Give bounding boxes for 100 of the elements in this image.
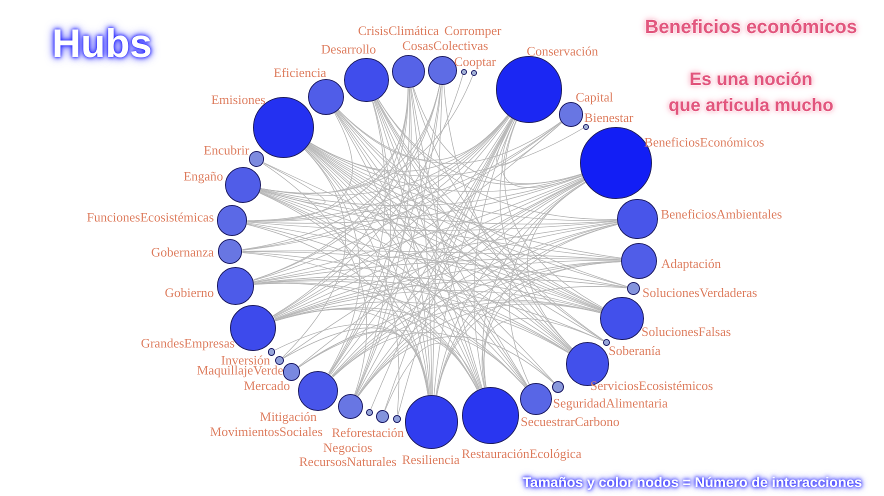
node-label: Gobierno — [164, 286, 214, 299]
edge-line — [259, 191, 570, 352]
edge-line — [262, 163, 368, 396]
node-label: Adaptación — [661, 256, 721, 270]
edge-line — [246, 220, 618, 231]
edge-line — [332, 180, 584, 376]
edge-line — [282, 148, 346, 358]
edge-line — [337, 110, 628, 288]
node-label: ServiciosEcosistémicos — [590, 379, 714, 392]
node-label: Corromper — [444, 24, 502, 38]
node-label: Gobernanza — [151, 246, 214, 259]
edge-line — [246, 88, 408, 221]
edge-line — [242, 122, 562, 251]
edge-line — [436, 286, 628, 396]
node-label: CrisisClimática — [358, 24, 439, 38]
edge-line — [246, 224, 428, 396]
edge-line — [252, 116, 510, 281]
edge-line — [374, 100, 432, 396]
edge-line — [336, 110, 571, 351]
edge-line — [260, 190, 622, 260]
edge-line — [527, 182, 586, 349]
node-label: CosasColectivas — [402, 38, 488, 52]
edge-line — [308, 143, 618, 222]
edge-line — [298, 300, 602, 368]
edge-line — [337, 110, 603, 310]
edge-line — [260, 189, 618, 225]
node-label: Negocios — [323, 440, 372, 454]
node-label: Resiliencia — [402, 452, 460, 466]
edge-line — [336, 111, 528, 386]
edge-line — [412, 87, 604, 341]
node-label: SeguridadAlimentaria — [552, 396, 668, 410]
node-label: SecuestrarCarbono — [520, 416, 620, 429]
node-label: SolucionesVerdaderas — [642, 286, 758, 300]
node-label: Desarrollo — [321, 42, 376, 56]
edge-line — [329, 84, 442, 374]
edge-line — [242, 252, 570, 353]
edge-line — [328, 101, 386, 374]
edge-line — [436, 181, 586, 396]
edge-line — [504, 120, 604, 308]
edge-line — [484, 224, 618, 388]
edge-line — [246, 222, 602, 312]
edge-line — [434, 118, 514, 396]
edge-line — [246, 223, 554, 384]
edge-line — [306, 147, 480, 390]
node-label: Encubrir — [204, 144, 250, 157]
edge-line — [242, 84, 440, 250]
edge-line — [258, 192, 526, 388]
node-label: FuncionesEcosistémicas — [86, 210, 214, 224]
edge-line — [272, 74, 464, 316]
node-label: Engaño — [183, 168, 224, 182]
annotation-text: Es una noción que articula mucho — [667, 68, 835, 117]
edge-line — [260, 76, 473, 194]
edge-line — [274, 178, 584, 318]
edge-line — [254, 282, 526, 388]
edge-line — [335, 112, 481, 389]
edge-line — [308, 144, 602, 310]
edge-line — [273, 116, 510, 318]
node-label: SolucionesFalsas — [641, 324, 731, 338]
edge-line — [274, 260, 622, 320]
node-label: GrandesEmpresas — [140, 336, 235, 350]
edge-line — [308, 144, 628, 288]
edge-line — [412, 86, 582, 184]
edge-line — [500, 120, 572, 349]
title: Hubs — [52, 24, 152, 64]
node-label: MovimientosSociales — [210, 425, 323, 438]
node-label: Bienestar — [584, 111, 634, 124]
edge-line — [304, 148, 360, 374]
edge-line — [253, 177, 584, 282]
edge-line — [482, 318, 604, 388]
node-label: Soberanía — [608, 344, 661, 357]
node-label: Reforestación — [332, 426, 404, 439]
edge-line — [304, 148, 400, 415]
edge-line — [376, 100, 572, 350]
edge-line — [253, 258, 622, 284]
edge-line — [259, 190, 602, 311]
edge-line — [263, 162, 602, 311]
edge-line — [329, 88, 410, 374]
edge-line — [410, 88, 432, 396]
node-label: RecursosNaturales — [299, 455, 397, 468]
node-label: Cooptar — [454, 55, 496, 68]
edge-line — [246, 176, 583, 224]
edge-line — [384, 343, 480, 411]
node-label: Conservación — [526, 44, 598, 58]
edge-line — [298, 331, 430, 396]
edge-line — [260, 175, 582, 206]
edge-line — [246, 122, 562, 222]
node-label: RestauraciónEcológica — [462, 446, 582, 460]
size-color-note: Tamaños y color nodos = Número de interacciones — [522, 474, 862, 492]
edge-line — [260, 162, 326, 204]
annotation-heading: Beneficios económicos — [644, 16, 858, 40]
edge-line — [356, 180, 585, 396]
edge-line — [374, 100, 482, 388]
edge-line — [242, 251, 628, 288]
edge-line — [496, 118, 562, 166]
node-label: BeneficiosAmbientales — [660, 208, 782, 221]
node-label: Mercado — [244, 379, 290, 392]
edge-line — [444, 84, 572, 350]
edge-line — [332, 223, 618, 377]
node-label: Eficiencia — [274, 66, 326, 80]
edge-line — [354, 101, 392, 396]
